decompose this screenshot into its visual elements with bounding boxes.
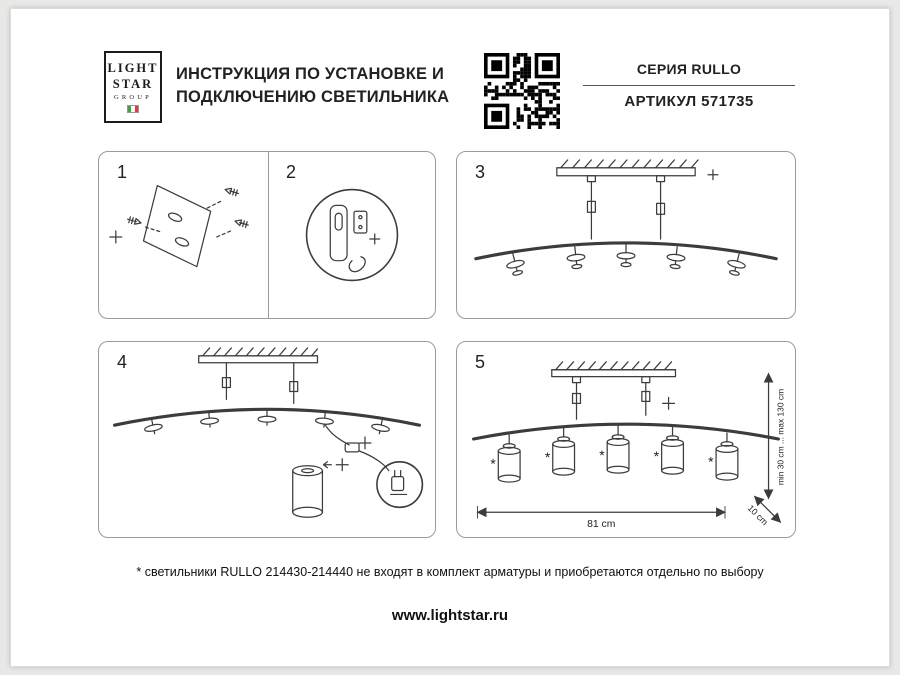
lamp-holder: [144, 418, 163, 435]
ceiling-fixture-diagram: [474, 159, 778, 276]
spot-head: [727, 253, 746, 276]
page-title: ИНСТРУКЦИЯ ПО УСТАНОВКЕ И ПОДКЛЮЧЕНИЮ СВ…: [176, 63, 481, 109]
asterisk-mark: *: [490, 456, 496, 472]
lightstar-logo: LIGHT STAR GROUP: [104, 51, 162, 123]
asterisk-mark: *: [708, 454, 714, 470]
screw: [224, 187, 239, 197]
asterisk-mark: *: [545, 449, 551, 465]
italian-flag-icon: [127, 105, 139, 113]
cylinder-shade: [715, 432, 739, 481]
logo-text-light: LIGHT: [107, 61, 159, 75]
panel-step-4: 4: [98, 341, 436, 538]
panel-step-3: 3: [456, 151, 796, 319]
title-line-2: ПОДКЛЮЧЕНИЮ СВЕТИЛЬНИКА: [176, 88, 450, 107]
cylinder-shade: [606, 425, 630, 474]
width-dimension-label: 81 cm: [587, 519, 615, 530]
depth-dimension-label: 10 cm: [746, 503, 770, 527]
wall-connection-detail-diagram: [305, 188, 399, 282]
panel-step-5: * * * * * 81 cm min 30 cm ... max 130 cm…: [456, 341, 796, 538]
asterisk-mark: *: [599, 447, 605, 463]
height-dimension-label: min 30 cm ... max 130 cm: [775, 389, 785, 485]
screw-icon: [358, 436, 372, 450]
spot-head: [566, 246, 586, 270]
footnote: * светильники RULLO 214430-214440 не вхо…: [136, 565, 764, 579]
panel-divider: [268, 152, 269, 318]
step-number-1: 1: [117, 162, 128, 182]
lamp-holder: [314, 411, 334, 428]
article-number: АРТИКУЛ 571735: [624, 93, 754, 110]
shade-assembly-diagram: [112, 347, 424, 518]
step-number-3: 3: [475, 162, 486, 182]
lamp-holder: [200, 411, 220, 428]
cylinder-shade: [661, 426, 685, 475]
screw-icon: [335, 458, 349, 472]
asterisk-mark: *: [654, 448, 660, 464]
qr-code: [484, 53, 560, 129]
website-url: www.lightstar.ru: [391, 607, 509, 624]
title-line-1: ИНСТРУКЦИЯ ПО УСТАНОВКЕ И: [176, 65, 445, 83]
spot-head: [506, 253, 525, 276]
lamp-holder: [371, 418, 390, 435]
final-fixture-dimensions-diagram: * * * * * 81 cm min 30 cm ... max 130 cm…: [471, 361, 785, 530]
panel-steps-1-2: 1 2: [98, 151, 436, 319]
logo-text-star: STAR: [112, 77, 154, 91]
divider-rule: [583, 85, 795, 86]
series-label: СЕРИЯ RULLO: [636, 61, 742, 77]
instruction-sheet: LIGHT STAR GROUP ИНСТРУКЦИЯ ПО УСТАНОВКЕ…: [10, 8, 890, 667]
screw-icon: [662, 396, 676, 410]
spot-head: [666, 246, 686, 270]
depth-dimension-arrow: [753, 495, 782, 523]
screw: [127, 216, 142, 225]
cylinder-shade: [552, 427, 576, 476]
product-id-block: СЕРИЯ RULLO АРТИКУЛ 571735: [583, 61, 795, 110]
screw-icon: [369, 233, 381, 245]
spot-head: [616, 244, 636, 268]
screw-icon: [707, 169, 719, 181]
step-number-2: 2: [286, 162, 297, 182]
cylinder-shade: [497, 434, 521, 483]
screw: [234, 219, 249, 228]
step-number-5: 5: [475, 352, 486, 372]
logo-text-group: GROUP: [113, 94, 153, 101]
screw-icon: [109, 230, 123, 244]
detail-circle: [376, 460, 424, 509]
step-number-4: 4: [117, 352, 128, 372]
bracket-mounting-diagram: [109, 184, 249, 268]
lamp-holder: [257, 409, 277, 426]
